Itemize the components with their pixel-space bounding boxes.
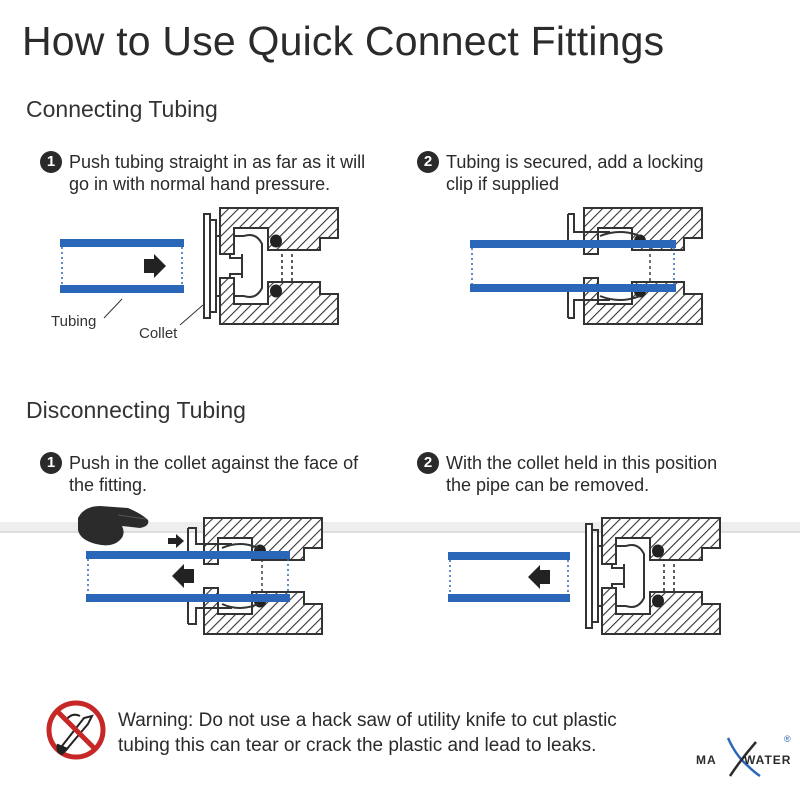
warning-message: Warning: Do not use a hack saw of utilit…: [118, 708, 678, 758]
step-line: go in with normal hand pressure.: [69, 174, 331, 194]
collet-label: Collet: [139, 325, 178, 342]
tube-wall-bottom: [448, 594, 570, 602]
disconnect-step-2: 2 With the collet held in this position …: [417, 452, 777, 496]
brand-right: WATER: [744, 753, 791, 767]
brand-left: MA: [696, 753, 717, 767]
tubing-label: Tubing: [51, 313, 97, 330]
registered-mark: ®: [784, 734, 791, 744]
step-line: the fitting.: [69, 475, 148, 495]
tube-wall-top: [448, 552, 570, 560]
tube-wall-bottom: [470, 284, 676, 292]
maxwater-logo: MA WATER ®: [696, 734, 791, 778]
step-line: the pipe can be removed.: [446, 475, 650, 495]
connect-diagram-1: [60, 207, 339, 326]
no-saw-icon: [46, 700, 106, 760]
step-line: Push in the collet against the face of: [69, 453, 359, 473]
tube-wall-bottom: [86, 594, 290, 602]
section-heading-disconnecting: Disconnecting Tubing: [26, 397, 246, 423]
push-arrow-icon: [168, 534, 184, 548]
tube-wall-top: [86, 551, 290, 559]
warning-line: Warning: Do not use a hack saw of utilit…: [118, 710, 617, 731]
arrow-right-icon: [144, 254, 166, 278]
step-number-badge: 2: [417, 452, 439, 474]
connect-diagram-2: [470, 207, 703, 325]
section-heading-connecting: Connecting Tubing: [26, 96, 218, 122]
step-line: Tubing is secured, add a locking: [446, 152, 704, 172]
step-number-badge: 1: [40, 151, 62, 173]
pointing-hand-icon: [78, 506, 149, 546]
step-line: With the collet held in this position: [446, 453, 718, 473]
step-line: clip if supplied: [446, 174, 560, 194]
warning-line: tubing this can tear or crack the plasti…: [118, 735, 597, 756]
tube-wall-top: [470, 240, 676, 248]
page-title: How to Use Quick Connect Fittings: [22, 18, 665, 64]
step-line: Push tubing straight in as far as it wil…: [69, 152, 366, 172]
connect-step-1: 1 Push tubing straight in as far as it w…: [40, 151, 400, 195]
disconnect-diagram-2: [448, 517, 721, 635]
arrow-left-icon: [528, 565, 550, 589]
tube-wall-top: [60, 239, 184, 247]
step-number-badge: 1: [40, 452, 62, 474]
step-number-badge: 2: [417, 151, 439, 173]
disconnect-step-1: 1 Push in the collet against the face of…: [40, 452, 400, 496]
connect-step-2: 2 Tubing is secured, add a locking clip …: [417, 151, 777, 195]
arrow-left-icon: [172, 564, 194, 588]
disconnect-diagram-1: [78, 506, 323, 635]
tube-wall-bottom: [60, 285, 184, 293]
